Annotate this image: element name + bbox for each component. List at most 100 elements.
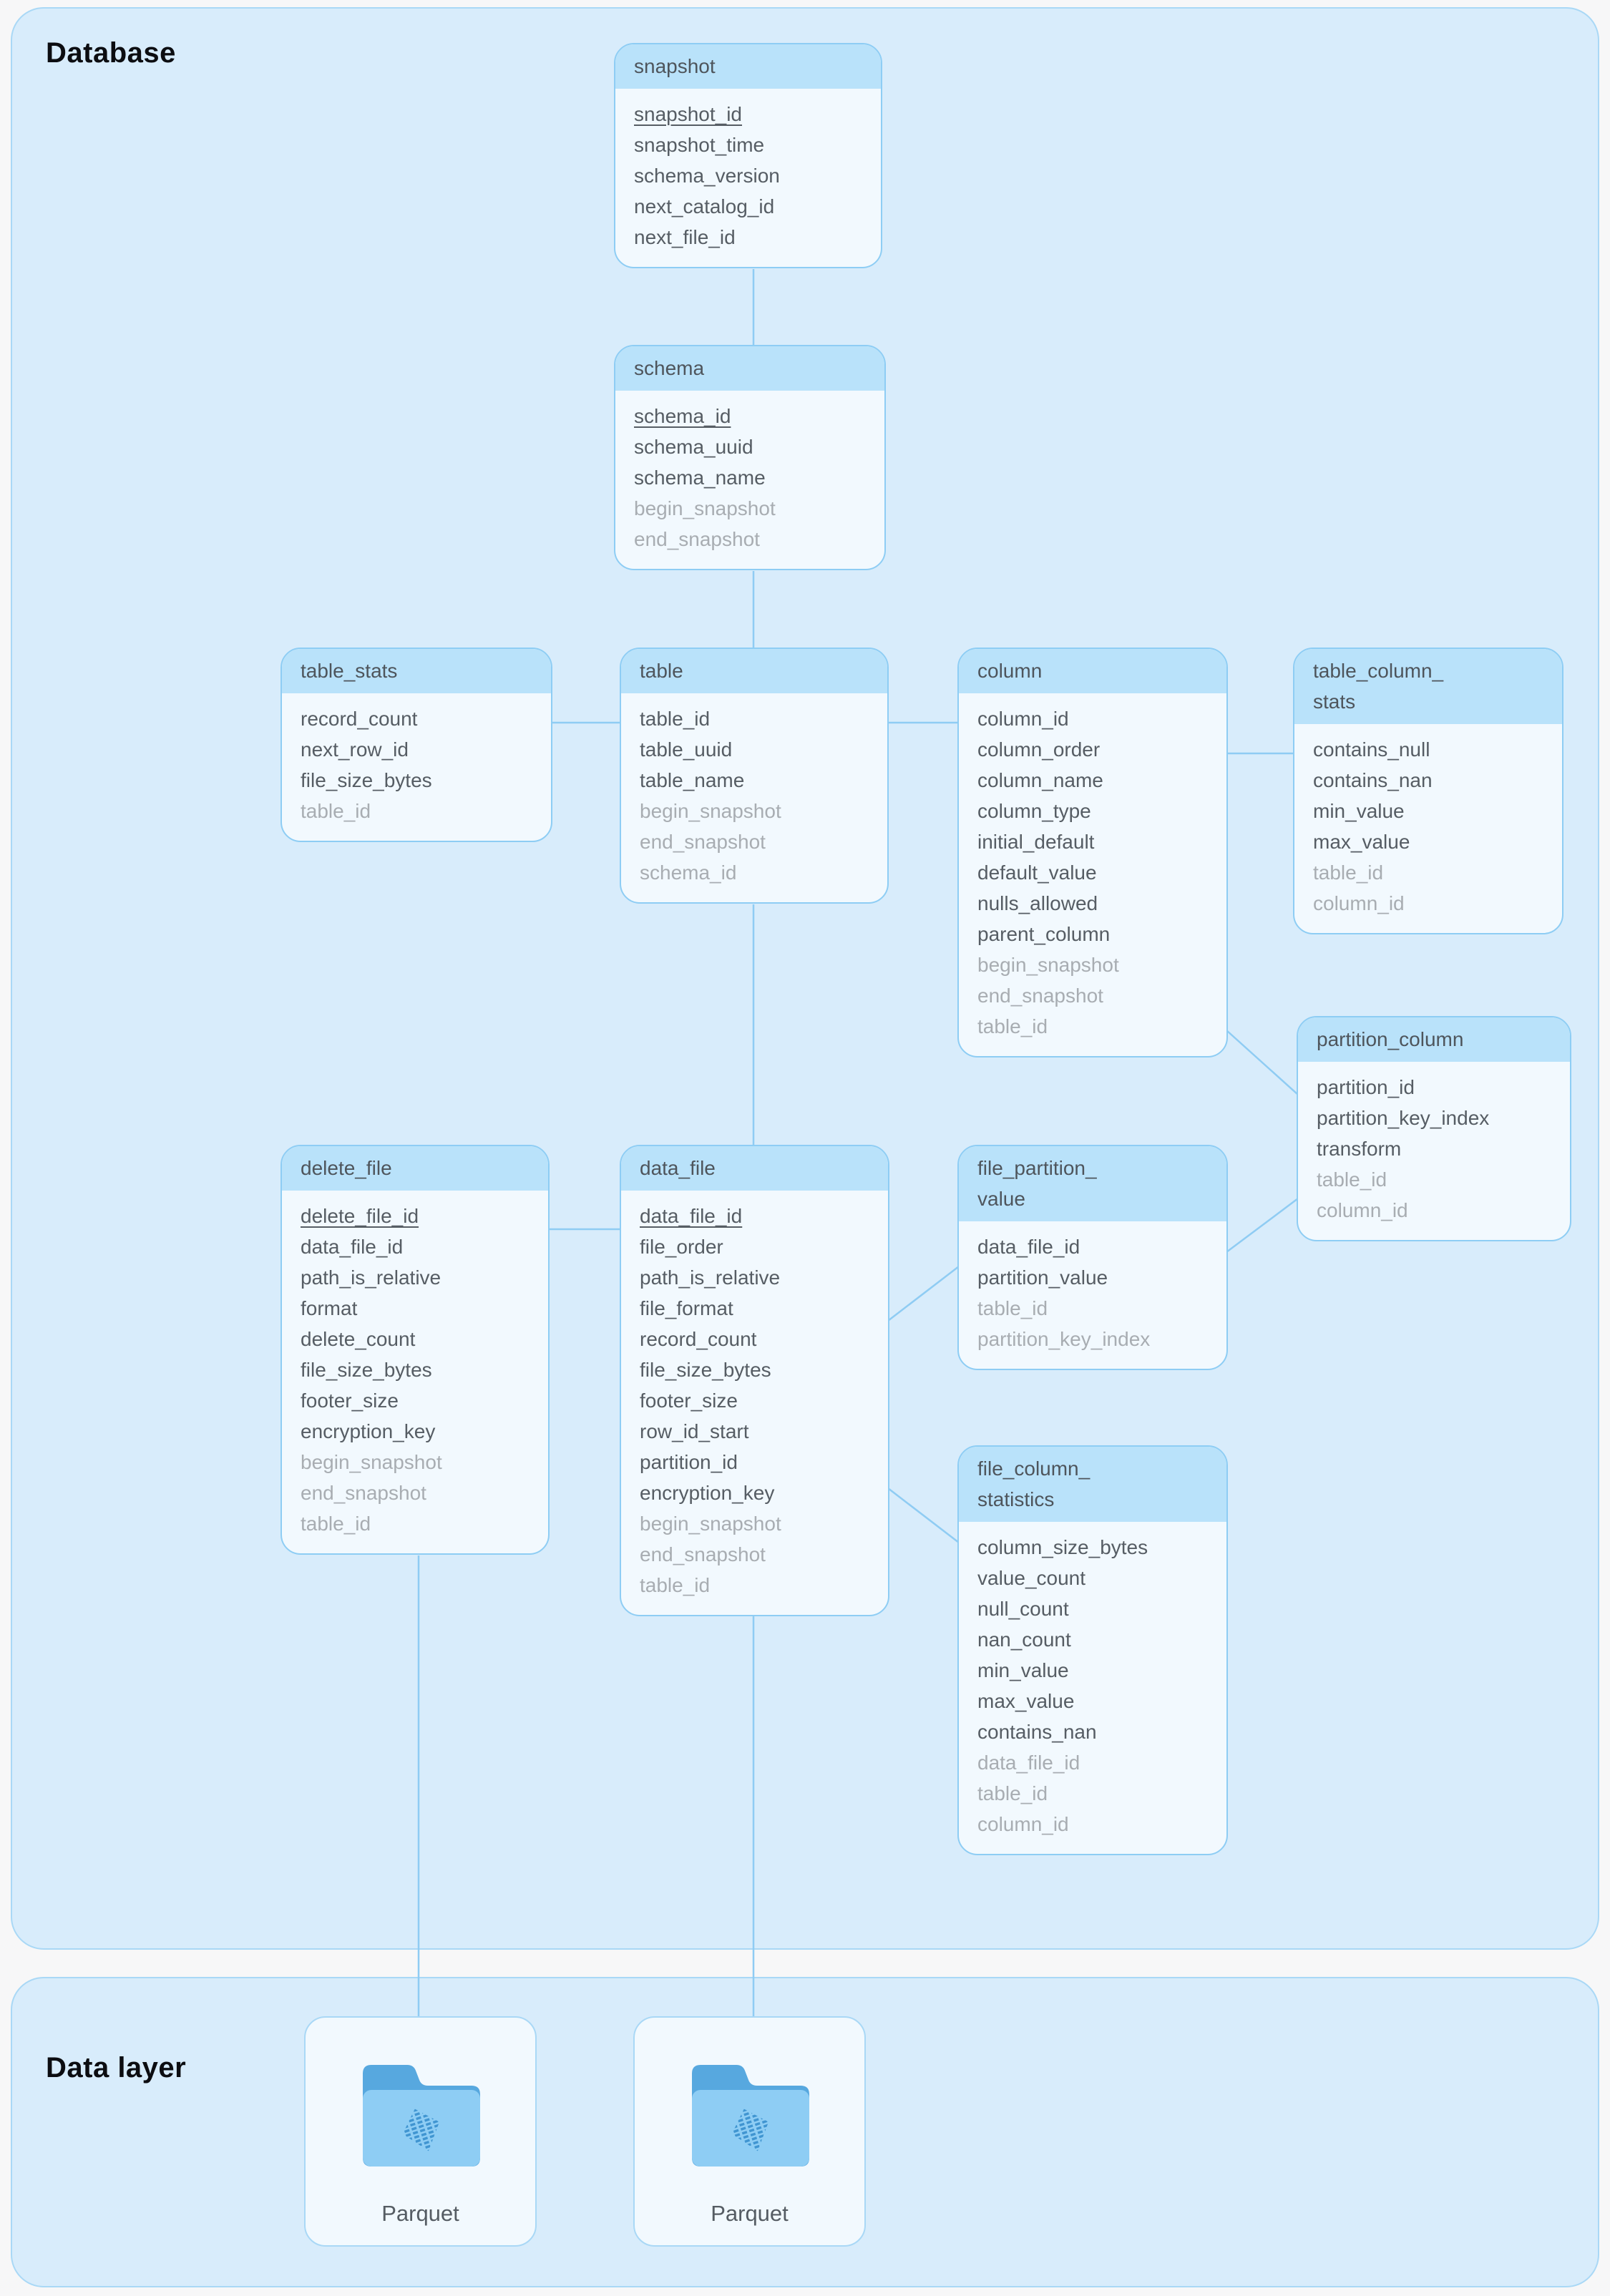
- field-end_snapshot: end_snapshot: [634, 528, 760, 550]
- field-column_id: column_id: [1317, 1199, 1408, 1221]
- field-table_id: table_id: [1317, 1168, 1387, 1191]
- field-begin_snapshot: begin_snapshot: [634, 497, 776, 519]
- field-file_order: file_order: [640, 1236, 723, 1258]
- field-contains_nan: contains_nan: [977, 1721, 1097, 1743]
- field-end_snapshot: end_snapshot: [640, 1543, 766, 1565]
- entity-title-column: column: [959, 649, 1226, 693]
- field-record_count: record_count: [301, 708, 418, 730]
- parquet-label: Parquet: [381, 2201, 459, 2226]
- field-table_id: table_id: [640, 1574, 711, 1596]
- field-table_id: table_id: [301, 1513, 371, 1535]
- entity-title-partition_column: partition_column: [1298, 1017, 1570, 1062]
- field-partition_id: partition_id: [1317, 1076, 1415, 1098]
- field-column_order: column_order: [977, 738, 1101, 761]
- entity-data_file: data_file data_file_id file_order path_is_…: [620, 1145, 889, 1616]
- field-column_size_bytes: column_size_bytes: [977, 1536, 1148, 1558]
- field-delete_file_id: delete_file_id: [301, 1205, 419, 1227]
- entity-title-schema: schema: [615, 346, 884, 391]
- entity-title-data_file: data_file: [621, 1146, 888, 1191]
- field-data_file_id: data_file_id: [640, 1205, 743, 1227]
- field-column_id: column_id: [977, 1813, 1069, 1835]
- field-file_size_bytes: file_size_bytes: [640, 1359, 771, 1381]
- field-end_snapshot: end_snapshot: [640, 831, 766, 853]
- folder-front-shape: [692, 2090, 809, 2166]
- entity-title-table: table: [621, 649, 887, 693]
- field-nulls_allowed: nulls_allowed: [977, 892, 1098, 914]
- field-partition_value: partition_value: [977, 1266, 1108, 1289]
- entity-file_column_statistics: file_column_ statistics column_size_byte…: [957, 1445, 1228, 1855]
- parquet-card-parquet_1: Parquet: [304, 2016, 537, 2247]
- field-data_file_id: data_file_id: [977, 1752, 1080, 1774]
- field-path_is_relative: path_is_relative: [301, 1266, 441, 1289]
- field-footer_size: footer_size: [640, 1389, 738, 1412]
- field-encryption_key: encryption_key: [301, 1420, 436, 1442]
- field-end_snapshot: end_snapshot: [977, 985, 1103, 1007]
- entity-title-table_stats: table_stats: [282, 649, 551, 693]
- field-schema_id: schema_id: [640, 861, 737, 884]
- entity-field-list: delete_file_id data_file_id path_is_relati…: [282, 1191, 548, 1553]
- field-path_is_relative: path_is_relative: [640, 1266, 781, 1289]
- field-file_size_bytes: file_size_bytes: [301, 769, 432, 791]
- entity-title-snapshot: snapshot: [615, 44, 881, 89]
- field-row_id_start: row_id_start: [640, 1420, 749, 1442]
- field-begin_snapshot: begin_snapshot: [301, 1451, 442, 1473]
- field-partition_key_index: partition_key_index: [1317, 1107, 1490, 1129]
- field-end_snapshot: end_snapshot: [301, 1482, 426, 1504]
- field-column_type: column_type: [977, 800, 1091, 822]
- field-max_value: max_value: [977, 1690, 1075, 1712]
- field-encryption_key: encryption_key: [640, 1482, 775, 1504]
- parquet-folder-icon: [363, 2065, 480, 2166]
- field-schema_version: schema_version: [634, 165, 780, 187]
- field-record_count: record_count: [640, 1328, 757, 1350]
- field-table_id: table_id: [977, 1782, 1048, 1804]
- field-column_id: column_id: [1313, 892, 1405, 914]
- field-partition_id: partition_id: [640, 1451, 738, 1473]
- data-layer-section-label: Data layer: [46, 2052, 187, 2084]
- field-table_name: table_name: [640, 769, 745, 791]
- entity-title-delete_file: delete_file: [282, 1146, 548, 1191]
- field-next_catalog_id: next_catalog_id: [634, 195, 775, 218]
- field-column_name: column_name: [977, 769, 1103, 791]
- field-partition_key_index: partition_key_index: [977, 1328, 1151, 1350]
- parquet-card-parquet_2: Parquet: [633, 2016, 866, 2247]
- database-container: [11, 7, 1599, 1950]
- field-data_file_id: data_file_id: [301, 1236, 404, 1258]
- field-max_value: max_value: [1313, 831, 1410, 853]
- field-contains_null: contains_null: [1313, 738, 1430, 761]
- field-delete_count: delete_count: [301, 1328, 416, 1350]
- field-min_value: min_value: [977, 1659, 1069, 1681]
- field-footer_size: footer_size: [301, 1389, 399, 1412]
- field-schema_name: schema_name: [634, 466, 766, 489]
- field-begin_snapshot: begin_snapshot: [977, 954, 1119, 976]
- field-begin_snapshot: begin_snapshot: [640, 800, 781, 822]
- field-table_id: table_id: [1313, 861, 1384, 884]
- folder-front-shape: [363, 2090, 480, 2166]
- field-file_format: file_format: [640, 1297, 733, 1319]
- entity-partition_column: partition_column partition_id partition_k…: [1297, 1016, 1571, 1241]
- entity-field-list: column_id column_order column_name column_t…: [959, 693, 1226, 1056]
- field-column_id: column_id: [977, 708, 1069, 730]
- field-snapshot_time: snapshot_time: [634, 134, 765, 156]
- entity-title-file_column_statistics: file_column_ statistics: [959, 1447, 1226, 1522]
- field-default_value: default_value: [977, 861, 1097, 884]
- field-contains_nan: contains_nan: [1313, 769, 1433, 791]
- field-null_count: null_count: [977, 1598, 1069, 1620]
- field-file_size_bytes: file_size_bytes: [301, 1359, 432, 1381]
- field-table_id: table_id: [977, 1297, 1048, 1319]
- field-begin_snapshot: begin_snapshot: [640, 1513, 781, 1535]
- field-next_file_id: next_file_id: [634, 226, 736, 248]
